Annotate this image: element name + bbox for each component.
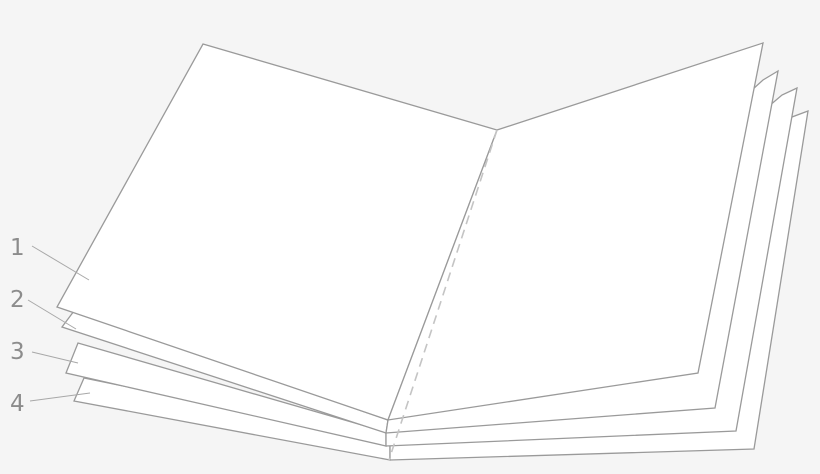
callout-label-3: 3	[10, 339, 25, 365]
leader-line-1	[31, 245, 90, 281]
callout-label-1: 1	[10, 235, 25, 261]
leader-line-4	[29, 392, 91, 402]
sheet-1	[56, 42, 764, 421]
leader-line-3	[31, 351, 79, 364]
callout-label-4: 4	[10, 391, 25, 417]
spine-fold-line	[388, 129, 498, 461]
sheet-1-right-page	[387, 42, 764, 421]
callout-label-2: 2	[10, 287, 25, 313]
leader-line-2	[27, 299, 77, 330]
